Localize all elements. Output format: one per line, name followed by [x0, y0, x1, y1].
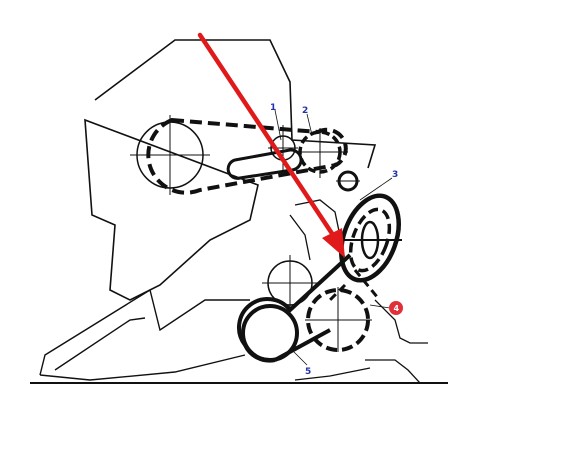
header-outline [39, 288, 250, 381]
callout-1: 1 [270, 103, 276, 113]
leader-1 [274, 109, 282, 141]
leader-3 [359, 177, 393, 201]
callout-2: 2 [302, 106, 308, 116]
machine-body-outline [84, 39, 377, 301]
callout-4-badge [389, 301, 403, 315]
upper-belt [146, 117, 348, 195]
callout-4: 4 [394, 304, 400, 313]
tension-belt-dashed [328, 269, 380, 302]
leader-2 [306, 113, 313, 136]
leader-5 [289, 347, 308, 366]
callout-3: 3 [392, 170, 398, 180]
pulley-5 [241, 304, 299, 362]
leader-lines [274, 109, 393, 366]
pulley-3-middle-belt [348, 207, 392, 273]
indicator-arrow-shaft [197, 32, 338, 241]
side-frame-outline [289, 199, 428, 384]
pulley-3-outer-belt [339, 193, 401, 283]
callout-5: 5 [305, 367, 311, 377]
leader-4 [369, 304, 391, 309]
indicator-arrow-head [322, 228, 345, 258]
